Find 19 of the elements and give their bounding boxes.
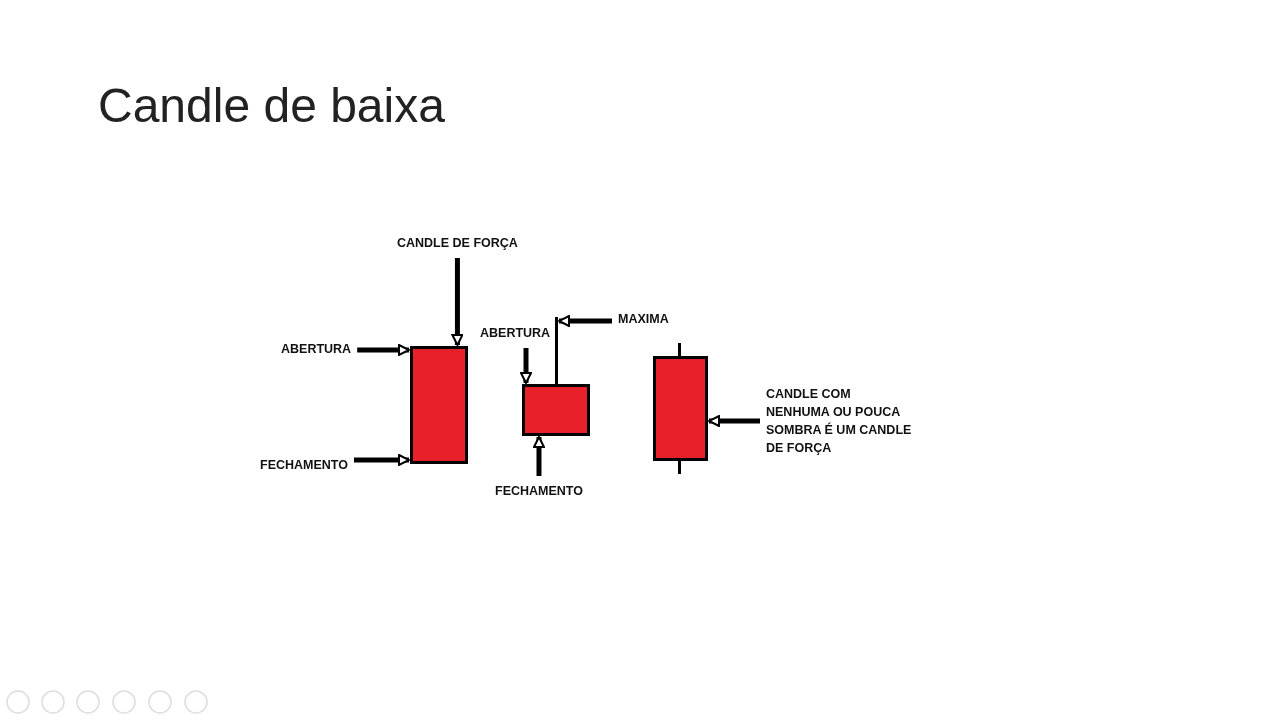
arrow <box>353 454 410 466</box>
annotation-text: FECHAMENTO <box>495 482 583 500</box>
annotation-text: FECHAMENTO <box>260 456 348 474</box>
arrow <box>558 315 612 327</box>
annotation-text: MAXIMA <box>618 310 669 328</box>
annotation-text: ABERTURA <box>480 324 551 342</box>
annotation-text: CANDLE DE FORÇA <box>397 234 518 252</box>
arrow <box>357 344 410 356</box>
annotation-text: CANDLE COM NENHUMA OU POUCA SOMBRA É UM CANDLE DE FORÇA <box>766 385 916 457</box>
arrow <box>451 258 464 346</box>
candle-wick <box>555 317 558 385</box>
slide-title: Candle de baixa <box>98 78 445 134</box>
candlestick-body <box>522 384 590 436</box>
arrow <box>520 348 532 384</box>
candlestick-body <box>410 346 468 464</box>
arrow <box>708 415 760 427</box>
arrow <box>533 436 545 476</box>
candlestick <box>653 343 708 474</box>
annotation-text: ABERTURA <box>281 340 352 358</box>
